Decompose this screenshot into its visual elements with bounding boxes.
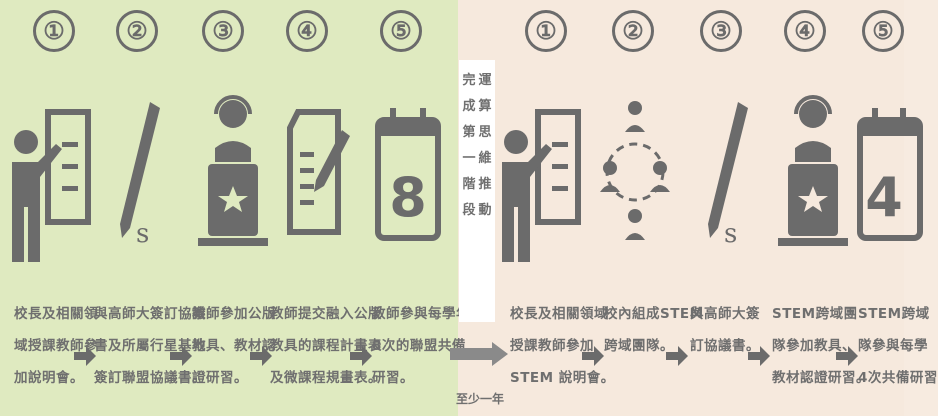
online-learner-icon (778, 95, 848, 246)
step-label-4: STEM跨域團隊參加教具、教材認證研習。 (772, 306, 870, 386)
step-number-3: ③ (700, 10, 742, 52)
step-label-1: 校長及相關領域授課教師參加說明會。 (14, 306, 98, 386)
online-learner-icon (198, 95, 268, 246)
arrow-right-icon (666, 346, 688, 366)
step-number-1: ① (33, 10, 75, 52)
calendar-icon: 4 (857, 108, 923, 241)
phase-text-col2: 運算思 維推動 (478, 73, 492, 218)
teacher-board-icon (502, 109, 581, 262)
step-label-2: 與高師大簽訂協議書及所屬行星基地簽訂聯盟協議書。 (94, 306, 206, 386)
arrow-right-icon (170, 346, 192, 366)
arrow-right-icon (74, 346, 96, 366)
phase-arrow-icon (450, 342, 508, 366)
arrow-right-icon (350, 346, 372, 366)
arrow-right-icon (250, 346, 272, 366)
team-circle-icon (600, 101, 670, 240)
step-number-4: ④ (784, 10, 826, 52)
step-number-1: ① (525, 10, 567, 52)
step-label-3: 教師參加公版教具、教材認證研習。 (192, 306, 276, 386)
step-number-2: ② (116, 10, 158, 52)
arrow-right-icon (836, 346, 858, 366)
arrow-right-icon (748, 346, 770, 366)
step-number-3: ③ (202, 10, 244, 52)
step-label-3: 與高師大簽訂協議書。 (690, 306, 760, 354)
calendar-number: 4 (865, 166, 903, 229)
teacher-board-icon (12, 109, 91, 262)
step-number-2: ② (612, 10, 654, 52)
duration-note: 至少一年 (456, 392, 505, 406)
step-number-4: ④ (286, 10, 328, 52)
document-pen-icon (287, 109, 350, 235)
svg-text:s: s (136, 219, 149, 249)
phase-completion-box: 完成第 一階段 運算思 維推動 (459, 60, 495, 322)
svg-text:s: s (724, 219, 737, 249)
pen-icon: s (708, 102, 748, 249)
step-label-4: 教師提交融入公版教具的課程計畫表及微課程規畫表。 (270, 306, 382, 386)
pen-icon: s (120, 102, 160, 249)
calendar-icon: 8 (375, 108, 441, 241)
step-number-5: ⑤ (862, 10, 904, 52)
arrow-right-icon (582, 346, 604, 366)
step-number-5: ⑤ (380, 10, 422, 52)
phase-text-col1: 完成第 一階段 (462, 73, 476, 218)
calendar-number: 8 (389, 166, 427, 229)
